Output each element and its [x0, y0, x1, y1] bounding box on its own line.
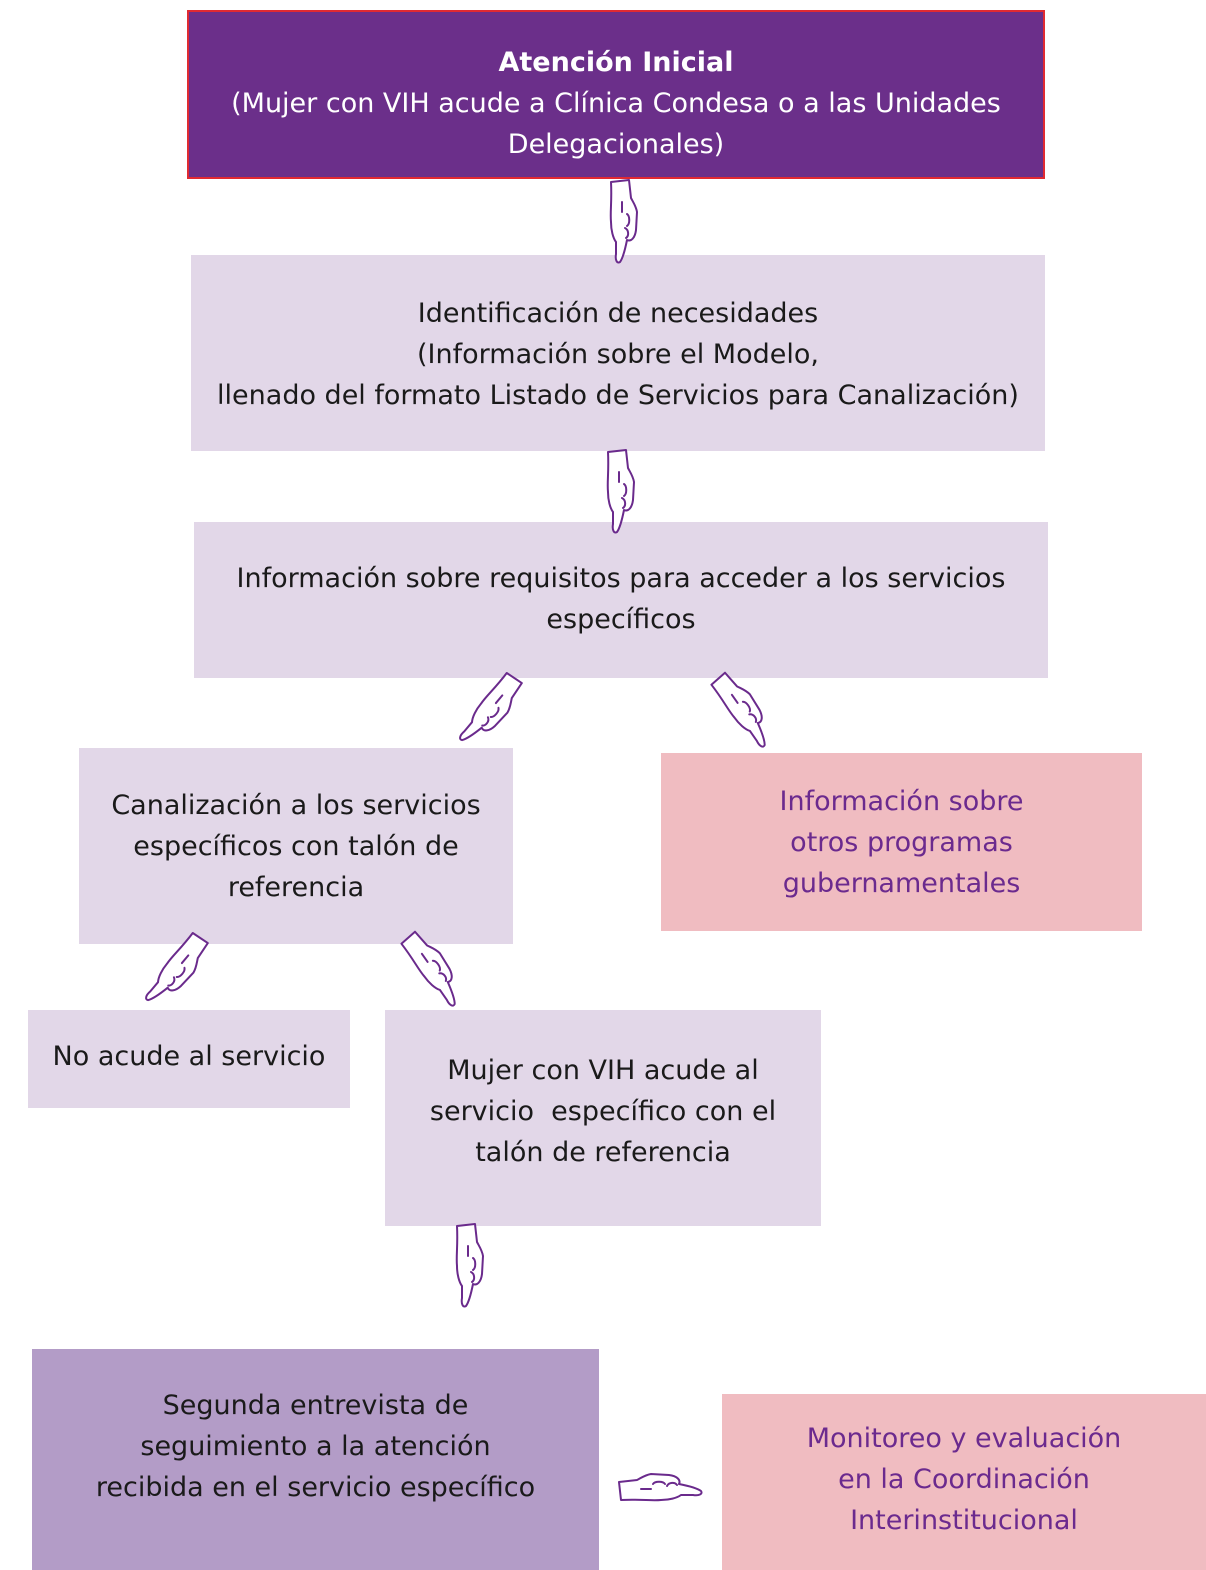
- node-text-line: en la Coordinación: [838, 1463, 1090, 1495]
- pointing-hand-icon: [618, 1443, 703, 1531]
- pointing-hand-icon: [453, 1222, 487, 1310]
- node-text-line: Delegacionales): [507, 129, 725, 160]
- node-text-line: específicos: [546, 604, 696, 635]
- node-text-line: talón de referencia: [475, 1136, 731, 1168]
- pointing-hand-icon: [607, 178, 641, 266]
- node-text-line: Segunda entrevista de: [162, 1390, 469, 1421]
- node-text-line: Información sobre: [779, 785, 1024, 817]
- node-text-line: servicio específico con el: [429, 1095, 777, 1127]
- node-acude-servicio: Mujer con VIH acude al servicio específi…: [385, 1010, 821, 1226]
- pointing-hand-icon: [139, 928, 215, 1016]
- pointing-hand-icon: [604, 448, 638, 536]
- node-text-line: específicos con talón de: [133, 830, 459, 862]
- node-text-line: llenado del formato Listado de Servicios…: [217, 379, 1019, 411]
- node-informacion-requisitos: Información sobre requisitos para accede…: [194, 522, 1048, 678]
- node-otros-programas: Información sobre otros programas gubern…: [661, 753, 1142, 931]
- node-text-line: referencia: [227, 871, 365, 903]
- node-segunda-entrevista: Segunda entrevista de seguimiento a la a…: [32, 1349, 599, 1570]
- node-text-line: recibida en el servicio específico: [95, 1472, 536, 1503]
- node-identificacion-necesidades: Identificación de necesidades (Informaci…: [191, 255, 1045, 451]
- pointing-hand-icon: [453, 668, 529, 756]
- node-text-line: Interinstitucional: [850, 1504, 1078, 1536]
- node-text-line: (Información sobre el Modelo,: [417, 338, 819, 370]
- node-canalizacion: Canalización a los servicios específicos…: [79, 748, 513, 944]
- node-title: Atención Inicial: [498, 47, 734, 78]
- node-text-line: Monitoreo y evaluación: [806, 1422, 1122, 1454]
- pointing-hand-icon: [399, 925, 470, 1013]
- node-text-line: Canalización a los servicios: [111, 789, 481, 821]
- node-text-line: otros programas: [790, 826, 1013, 858]
- node-no-acude: No acude al servicio: [28, 1010, 350, 1108]
- node-monitoreo-evaluacion: Monitoreo y evaluación en la Coordinació…: [722, 1394, 1206, 1570]
- node-text-line: Información sobre requisitos para accede…: [236, 563, 1006, 594]
- node-text-line: gubernamentales: [782, 867, 1021, 899]
- node-text-line: (Mujer con VIH acude a Clínica Condesa o…: [231, 88, 1001, 119]
- node-atencion-inicial: Atención Inicial (Mujer con VIH acude a …: [187, 10, 1045, 179]
- node-text-line: No acude al servicio: [52, 1041, 326, 1072]
- node-text-line: Identificación de necesidades: [417, 297, 819, 329]
- node-text-line: Mujer con VIH acude al: [447, 1054, 759, 1086]
- pointing-hand-icon: [709, 666, 780, 754]
- node-text-line: seguimiento a la atención: [140, 1431, 491, 1462]
